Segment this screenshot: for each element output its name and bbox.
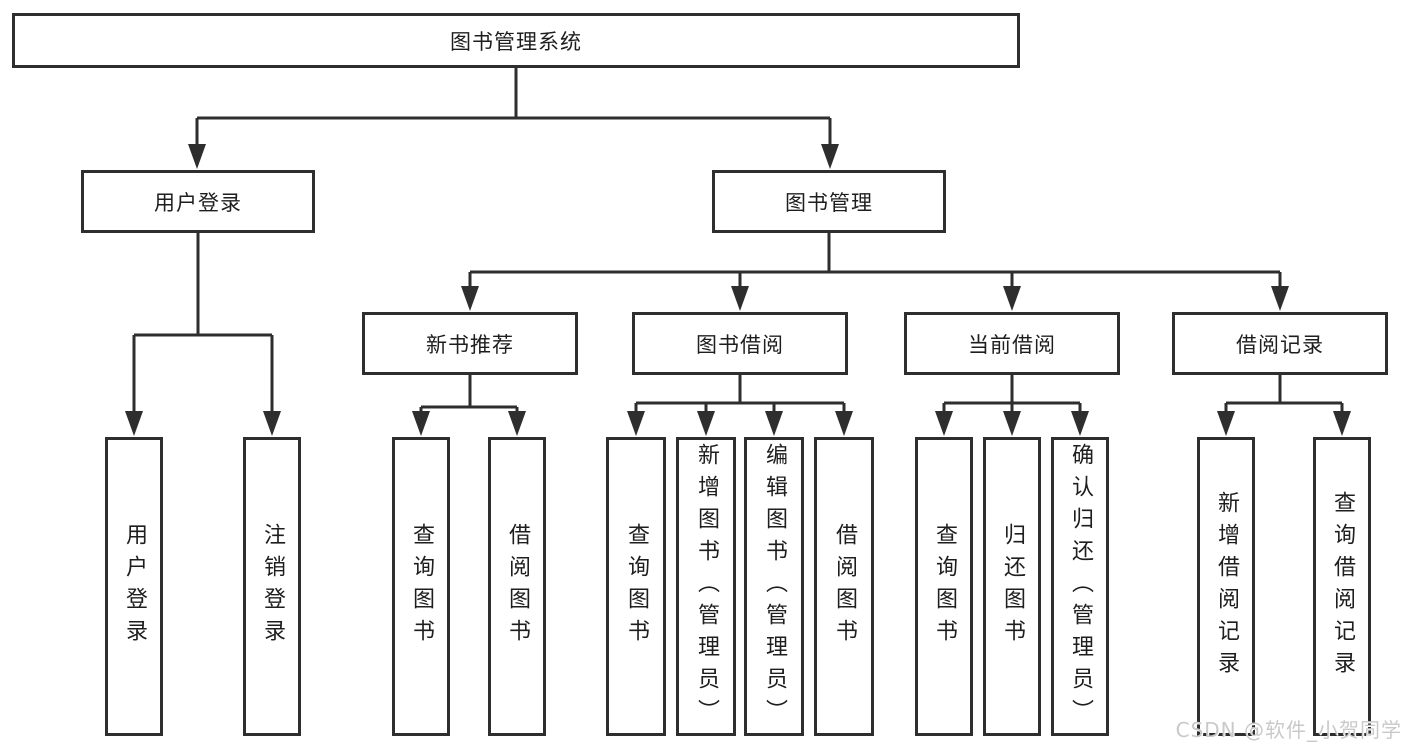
node-book-management: 图书管理: [712, 170, 946, 233]
csdn-watermark: CSDN @软件_小贺同学: [1175, 718, 1402, 742]
leaf-query-books-borrow: 查询图书: [606, 437, 666, 736]
leaf-return-books: 归还图书: [983, 437, 1041, 736]
node-library-management-system: 图书管理系统: [12, 13, 1020, 68]
node-new-book-recommend: 新书推荐: [362, 312, 578, 375]
node-borrow-records: 借阅记录: [1172, 312, 1388, 375]
node-book-borrow: 图书借阅: [632, 312, 848, 375]
leaf-query-books-recommend: 查询图书: [392, 437, 450, 736]
leaf-confirm-return-admin: 确认归还（管理员）: [1051, 437, 1109, 736]
leaf-borrow-books: 借阅图书: [814, 437, 874, 736]
leaf-borrow-books-recommend: 借阅图书: [488, 437, 546, 736]
leaf-edit-books-admin: 编辑图书（管理员）: [744, 437, 804, 736]
leaf-logout: 注销登录: [243, 437, 301, 736]
node-user-login: 用户登录: [81, 170, 315, 233]
node-current-borrow: 当前借阅: [904, 312, 1120, 375]
leaf-add-borrow-record: 新增借阅记录: [1197, 437, 1255, 736]
leaf-add-books-admin: 新增图书（管理员）: [676, 437, 736, 736]
leaf-query-borrow-record: 查询借阅记录: [1313, 437, 1371, 736]
leaf-user-login: 用户登录: [105, 437, 163, 736]
leaf-query-books-current: 查询图书: [915, 437, 973, 736]
